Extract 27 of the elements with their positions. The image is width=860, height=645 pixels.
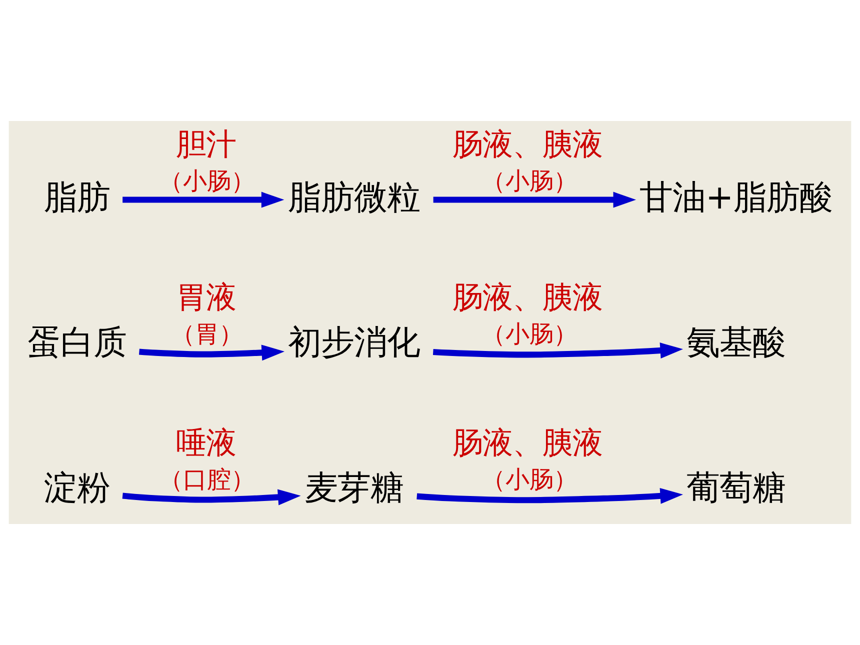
node-text: 初步消化 [288,322,420,362]
node-text: 脂肪微粒 [288,177,420,216]
edge-label: 肠液、胰液 [452,280,603,316]
node-text: 甘油+脂肪酸 [640,177,833,216]
edge-label: 肠液、胰液 [452,127,603,162]
arrow [122,192,284,208]
node-text: 蛋白质 [27,322,126,362]
label: （口腔） [158,464,255,494]
label: （小肠） [482,166,578,195]
edge-label: 肠液、胰液 [452,426,603,461]
arrow [122,489,301,506]
arrow [433,192,636,208]
arrow [416,488,684,504]
label: （小肠） [158,166,255,195]
arrow [432,342,684,358]
node-text: 麦芽糖 [304,468,404,508]
node-text: 葡萄糖 [686,468,786,508]
edge-label: 唾液 [176,426,236,461]
node-text: 淀粉 [44,468,110,508]
edge-label: 胃液 [176,280,236,316]
label: （小肠） [482,318,578,348]
node-text: 氨基酸 [686,322,786,362]
arrow [138,344,285,361]
label: （小肠） [482,464,578,494]
node-text: 脂肪 [44,177,110,216]
label: （胃） [170,318,243,348]
edge-label: 胆汁 [176,127,236,162]
